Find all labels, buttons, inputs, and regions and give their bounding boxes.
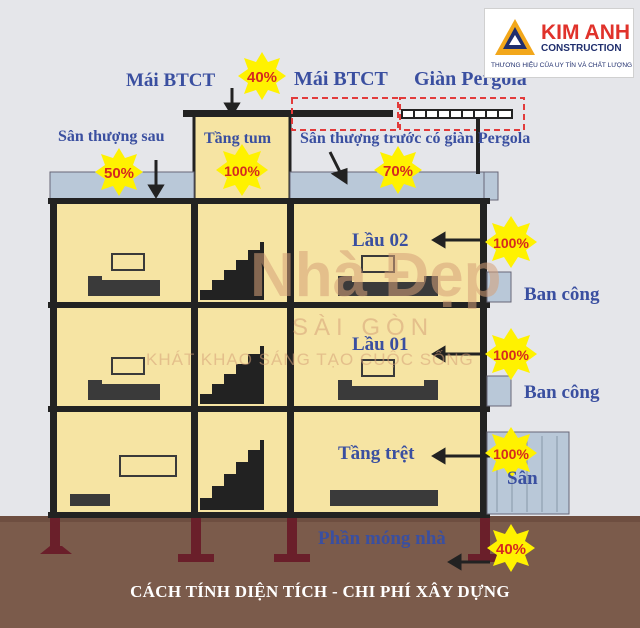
label-tang-tum: Tầng tum — [204, 130, 272, 147]
label-san-thuong-truoc: Sân thượng trước có giàn Pergola — [300, 130, 531, 147]
badge-san-thuong-sau: 50% — [95, 148, 143, 196]
svg-text:100%: 100% — [493, 347, 529, 363]
logo-name: KIM ANH — [541, 21, 631, 44]
kim-anh-logo: KIM ANH CONSTRUCTION THƯƠNG HIỆU CỦA UY … — [484, 8, 634, 78]
ground-top-line — [0, 516, 640, 522]
badge-lau-02: 100% — [485, 216, 537, 268]
label-lau-02: Lầu 02 — [352, 230, 409, 251]
svg-text:40%: 40% — [496, 541, 526, 558]
balcony-2 — [486, 375, 512, 407]
logo-tagline: THƯƠNG HIỆU CỦA UY TÍN VÀ CHẤT LƯỢNG — [491, 62, 633, 69]
badge-tang-tum: 100% — [216, 144, 268, 196]
foundations — [40, 518, 504, 562]
pergola-post — [476, 118, 480, 174]
label-mai-btct-left: Mái BTCT — [126, 70, 216, 91]
badge-lau-01: 100% — [485, 328, 537, 380]
label-phan-mong: Phần móng nhà — [318, 528, 446, 549]
slab-l1 — [48, 406, 490, 412]
slab-ground — [48, 512, 490, 518]
label-lau-01: Lầu 01 — [352, 334, 409, 355]
staircase — [200, 242, 264, 510]
wall-left — [50, 200, 57, 516]
wall-mid-2 — [287, 200, 294, 516]
logo-sub: CONSTRUCTION — [541, 43, 622, 54]
badge-mai-text: 40% — [247, 69, 277, 86]
triangle-logo-icon — [495, 19, 535, 55]
front-parapet — [483, 171, 499, 201]
badge-mong: 40% — [487, 524, 535, 572]
wall-right — [480, 200, 487, 516]
label-ban-cong-1: Ban công — [524, 284, 600, 305]
label-mai-btct-right: Mái BTCT — [294, 68, 388, 90]
caption-band — [0, 574, 640, 614]
badge-san-thuong-truoc: 70% — [374, 146, 422, 194]
tum-roof-slab — [183, 110, 393, 117]
yard-gate — [486, 431, 570, 515]
svg-text:100%: 100% — [224, 163, 260, 179]
svg-text:50%: 50% — [104, 165, 134, 182]
svg-text:100%: 100% — [493, 235, 529, 251]
label-san-thuong-sau: Sân thượng sau — [58, 128, 165, 145]
pergola-beam — [401, 109, 513, 119]
svg-text:100%: 100% — [493, 446, 529, 462]
balcony-1 — [486, 271, 512, 303]
slab-l2 — [48, 302, 490, 308]
caption: CÁCH TÍNH DIỆN TÍCH - CHI PHÍ XÂY DỰNG — [130, 582, 510, 601]
pergola-box-1 — [291, 97, 399, 131]
badge-tang-tret: 100% — [485, 427, 537, 479]
pergola-box-2 — [399, 97, 525, 131]
svg-text:70%: 70% — [383, 163, 413, 180]
label-san: Sân — [507, 468, 538, 489]
wall-mid-1 — [191, 200, 198, 516]
badge-mai: 40% — [238, 52, 286, 100]
label-tang-tret: Tầng trệt — [338, 443, 415, 464]
slab-top — [48, 198, 490, 204]
label-ban-cong-2: Ban công — [524, 382, 600, 403]
